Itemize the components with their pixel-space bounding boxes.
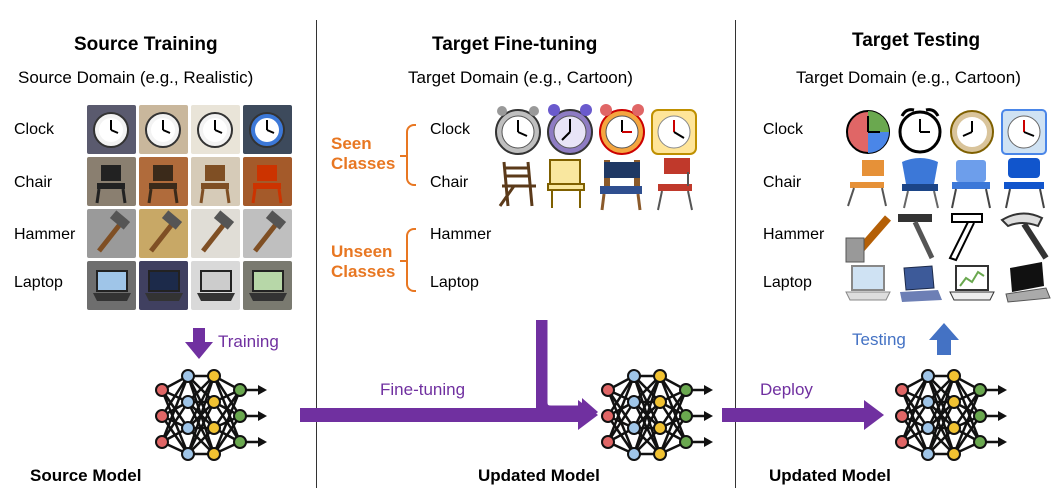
source-label-clock: Clock: [14, 121, 55, 138]
cartoon-chair-red: [657, 158, 693, 211]
finetune-label-chair: Chair: [430, 174, 469, 191]
source-photo-laptop-3: [191, 261, 240, 310]
test-label-hammer: Hammer: [763, 226, 825, 243]
source-photo-clock-3: [191, 105, 240, 154]
testing-arrow: [929, 323, 959, 355]
cartoon-chair-cream: [547, 159, 585, 208]
source-label-chair: Chair: [14, 174, 53, 191]
test-laptop-white: [845, 265, 891, 301]
test-chair-orange: [847, 160, 887, 207]
cartoon-clock-square: [651, 109, 697, 155]
divider-left: [316, 20, 317, 488]
test-laptop-dark: [1005, 262, 1051, 303]
testing-domain-label: Target Domain (e.g., Cartoon): [796, 68, 1021, 87]
source-training-title: Source Training: [74, 34, 218, 55]
source-photo-laptop-2: [139, 261, 188, 310]
source-photo-laptop-1: [87, 261, 136, 310]
source-model-label: Source Model: [30, 466, 142, 485]
cartoon-clock-gray: [495, 106, 541, 155]
training-arrow: [185, 328, 213, 359]
source-photo-chair-3: [191, 157, 240, 206]
testing-title: Target Testing: [852, 30, 981, 51]
cartoon-chair-wood: [498, 161, 536, 207]
source-model-network: [148, 364, 268, 473]
finetune-label-laptop: Laptop: [430, 274, 479, 291]
source-photo-clock-2: [139, 105, 188, 154]
training-label: Training: [218, 332, 279, 351]
seen-brace: [400, 124, 416, 186]
finetune-label-clock: Clock: [430, 121, 471, 138]
finetune-model-label: Updated Model: [478, 466, 600, 485]
test-clock-tan: [950, 110, 994, 154]
deploy-label: Deploy: [760, 380, 813, 399]
test-hammer-wood: [845, 215, 892, 263]
fine-tuning-domain-label: Target Domain (e.g., Cartoon): [408, 68, 633, 87]
deploy-arrow: [722, 400, 884, 430]
finetune-model-network: [594, 364, 714, 473]
source-photo-hammer-3: [191, 209, 240, 258]
testing-cartoon-grid: [845, 108, 1051, 303]
test-hammer-sketch: [948, 213, 983, 262]
test-clock-color: [846, 110, 890, 154]
test-clock-blue: [1001, 109, 1047, 155]
cartoon-clock-purple: [547, 104, 593, 155]
source-photo-chair-1: [87, 157, 136, 206]
source-photo-clock-4: [243, 105, 292, 154]
testing-model-label: Updated Model: [769, 466, 891, 485]
source-photo-chair-2: [139, 157, 188, 206]
test-laptop-chart: [949, 265, 995, 301]
finetune-label-hammer: Hammer: [430, 226, 492, 243]
test-hammer-black: [898, 214, 935, 260]
fine-tuning-label: Fine-tuning: [380, 380, 466, 399]
test-label-laptop: Laptop: [763, 274, 812, 291]
testing-label: Testing: [852, 330, 906, 349]
divider-right: [735, 20, 736, 488]
source-label-laptop: Laptop: [14, 274, 63, 291]
test-laptop-blue: [900, 265, 942, 302]
testing-model-network: [888, 364, 1008, 473]
test-chair-blue1: [902, 158, 939, 209]
unseen-brace: [400, 228, 416, 292]
source-photo-clock-1: [87, 105, 136, 154]
source-photo-hammer-1: [87, 209, 136, 258]
fine-tuning-arrow: [300, 400, 598, 430]
source-domain-label: Source Domain (e.g., Realistic): [18, 68, 254, 87]
source-photo-chair-4: [243, 157, 292, 206]
test-hammer-claw: [1000, 212, 1049, 260]
finetune-cartoon-grid: [495, 104, 697, 211]
source-label-hammer: Hammer: [14, 226, 76, 243]
test-clock-outline: [898, 108, 942, 154]
cartoon-clock-orange: [599, 104, 645, 155]
test-label-chair: Chair: [763, 174, 802, 191]
test-chair-blue2: [951, 160, 991, 209]
source-photo-hammer-4: [243, 209, 292, 258]
test-chair-blue3: [1004, 158, 1045, 209]
test-label-clock: Clock: [763, 121, 804, 138]
fine-tuning-title: Target Fine-tuning: [432, 34, 598, 55]
cartoon-chair-navy: [600, 160, 642, 211]
source-photo-laptop-4: [243, 261, 292, 310]
source-photo-hammer-2: [139, 209, 188, 258]
